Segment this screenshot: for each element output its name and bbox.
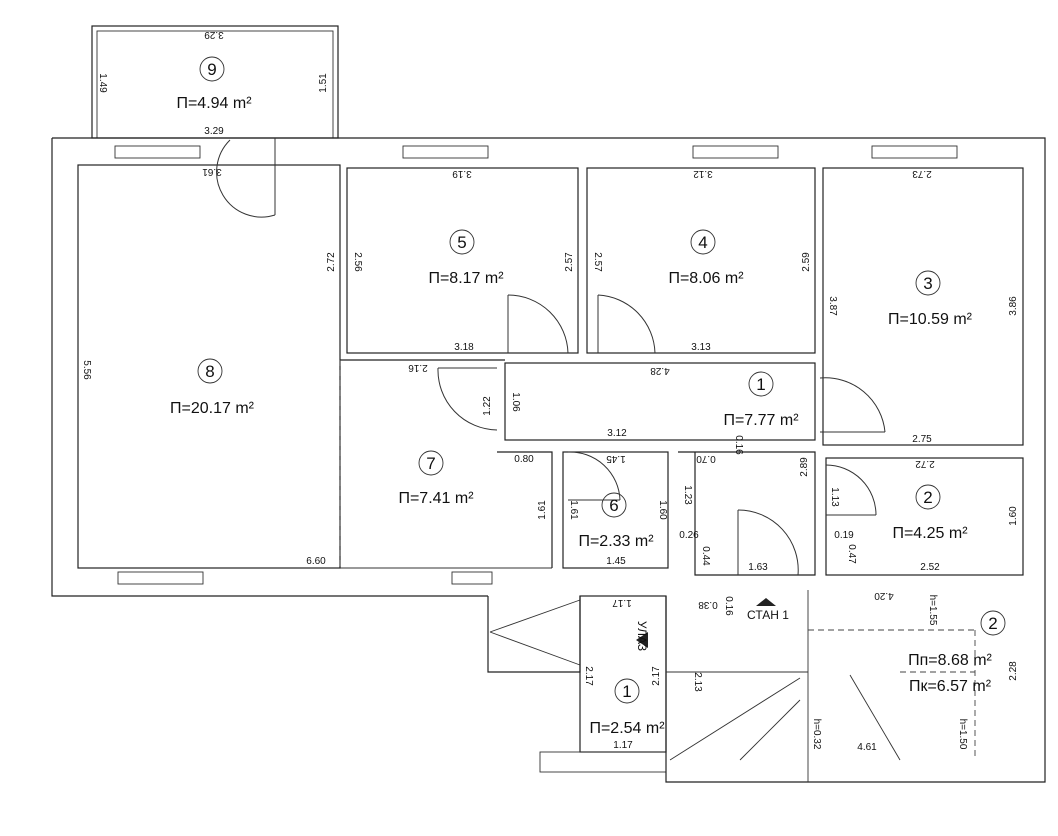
dimension-label: 1.22 — [482, 396, 493, 416]
dimension-label: 1.63 — [748, 562, 768, 573]
room-number-5: 5 — [457, 233, 466, 252]
room-number-2-stair: 2 — [988, 614, 997, 633]
room-area-7: П=7.41 m² — [398, 490, 474, 507]
dimension-label: 2.72 — [915, 458, 935, 469]
room-number-4: 4 — [698, 233, 707, 252]
dimension-label: 2.16 — [408, 362, 428, 373]
dimension-label: 2.52 — [920, 562, 940, 573]
dimension-label: 0.16 — [723, 596, 734, 616]
dimension-label: 3.61 — [202, 166, 222, 177]
room-area-6: П=2.33 m² — [578, 533, 654, 550]
dimension-label: 1.23 — [682, 485, 693, 505]
room-area-1-hall: П=7.77 m² — [723, 412, 799, 429]
dimension-label: 1.06 — [510, 392, 521, 412]
room-area-2: П=4.25 m² — [892, 525, 968, 542]
room-area-9: П=4.94 m² — [176, 95, 252, 112]
dimension-label: 2.17 — [583, 666, 594, 686]
dimension-label: 1.45 — [606, 453, 626, 464]
dimension-label: 1.13 — [829, 487, 840, 507]
room-labels: 9 П=4.94 m² 8 П=20.17 m² 5 П=8.17 m² 4 П… — [170, 56, 1006, 737]
apartment-label: СТАН 1 — [747, 608, 789, 622]
room-number-9: 9 — [207, 60, 216, 79]
room-number-7: 7 — [426, 454, 435, 473]
dimension-label: 1.45 — [606, 556, 626, 567]
dimension-label: 2.57 — [592, 252, 603, 272]
dimension-label: 3.13 — [691, 342, 711, 353]
dimension-label: 5.56 — [81, 360, 92, 380]
dimension-label: 0.47 — [846, 544, 857, 564]
dimension-label: 3.87 — [827, 296, 838, 316]
dimension-label: 0.26 — [679, 530, 699, 541]
dimension-label: 2.73 — [912, 168, 932, 179]
room-walls — [77, 164, 1024, 576]
doors — [216, 138, 886, 576]
dimension-label: 2.13 — [692, 672, 703, 692]
dimension-label: 3.29 — [204, 126, 224, 137]
dimension-label: h=1.55 — [927, 595, 938, 626]
balcony-room-9 — [91, 25, 339, 139]
room-number-1-hall: 1 — [756, 375, 765, 394]
dimension-label: 2.59 — [801, 252, 812, 272]
room-number-1-entry: 1 — [622, 682, 631, 701]
dimension-label: 0.16 — [733, 435, 744, 455]
dimension-label: 0.44 — [700, 546, 711, 566]
dimension-label: 3.12 — [607, 428, 627, 439]
entrance-stair-area — [487, 590, 1046, 783]
dimension-label: 2.75 — [912, 434, 932, 445]
room-number-8: 8 — [205, 362, 214, 381]
dimension-label: 2.89 — [799, 457, 810, 477]
room-area-8: П=20.17 m² — [170, 400, 255, 417]
dimension-label: 2.17 — [651, 666, 662, 686]
dimension-label: 1.49 — [97, 73, 108, 93]
dimension-label: 3.29 — [204, 29, 224, 40]
dimension-label: 4.61 — [857, 742, 877, 753]
dimension-label: 2.57 — [564, 252, 575, 272]
room-number-6: 6 — [609, 496, 618, 515]
dimension-label: 1.61 — [568, 500, 579, 520]
dimension-label: 1.17 — [612, 597, 632, 608]
dimension-label: 1.51 — [318, 73, 329, 93]
room-number-3: 3 — [923, 274, 932, 293]
dimension-label: 0.80 — [514, 454, 534, 465]
dimension-label: 1.61 — [537, 500, 548, 520]
dimension-label: 3.19 — [452, 168, 472, 179]
dimension-label: 1.60 — [1008, 506, 1019, 526]
special-labels: СТАН 1 УЛАЗ — [635, 608, 789, 651]
dimension-label: 0.38 — [698, 599, 718, 610]
room-area-3: П=10.59 m² — [888, 311, 973, 328]
windows — [114, 145, 958, 585]
dimension-label: 0.70 — [696, 453, 716, 464]
dimension-label: 3.18 — [454, 342, 474, 353]
dimension-label: 3.86 — [1008, 296, 1019, 316]
dimension-label: 0.19 — [834, 530, 854, 541]
room-area-2-stair-k: Пк=6.57 m² — [909, 678, 992, 695]
dimension-label: 2.72 — [326, 252, 337, 272]
dimension-label: 4.20 — [874, 590, 894, 601]
dimension-label: 4.28 — [650, 365, 670, 376]
dimension-label: 1.60 — [657, 500, 668, 520]
dimension-label: 2.28 — [1008, 661, 1019, 681]
room-area-4: П=8.06 m² — [668, 270, 744, 287]
dimension-label: h=0.32 — [811, 719, 822, 750]
dimension-label: 1.17 — [613, 740, 633, 751]
dimension-labels: 3.29 1.49 1.51 3.29 3.61 2.72 5.56 6.60 … — [81, 29, 1019, 753]
dimension-label: 2.56 — [352, 252, 363, 272]
room-area-2-stair: Пп=8.68 m² — [908, 652, 992, 669]
dimension-label: 6.60 — [306, 556, 326, 567]
room-area-1-entry: П=2.54 m² — [589, 720, 665, 737]
dimension-label: h=1.50 — [957, 719, 968, 750]
room-area-5: П=8.17 m² — [428, 270, 504, 287]
entrance-label: УЛАЗ — [635, 621, 649, 651]
room-number-2: 2 — [923, 488, 932, 507]
dimension-label: 3.12 — [693, 168, 713, 179]
